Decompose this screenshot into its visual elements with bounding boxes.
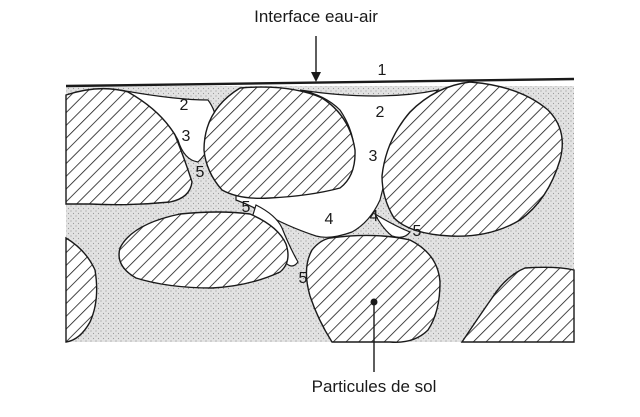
zone-label-2-right: 2 xyxy=(376,104,385,121)
zone-label-3-right: 3 xyxy=(369,148,378,165)
particles-label: Particules de sol xyxy=(312,377,437,396)
particle-middle xyxy=(118,211,289,289)
zone-label-2-left: 2 xyxy=(180,97,189,114)
zone-label-5-d: 5 xyxy=(299,270,308,287)
interface-arrow xyxy=(311,36,321,82)
zone-label-1: 1 xyxy=(378,62,387,79)
particle-pointer xyxy=(370,298,378,372)
soil-particles xyxy=(65,81,575,343)
particle-top-right xyxy=(381,81,563,237)
particle-top-center xyxy=(203,86,356,200)
particle-bottom-right xyxy=(460,266,575,343)
zone-numbers: 1 2 2 3 3 4 4 5 5 5 5 5 xyxy=(180,62,422,287)
interface-label: Interface eau-air xyxy=(254,7,378,26)
zone-label-4-left: 4 xyxy=(325,211,334,228)
particle-top-left xyxy=(65,87,193,206)
particle-left-edge xyxy=(65,236,98,343)
zone-label-4-right: 4 xyxy=(370,208,379,225)
zone-label-5-a: 5 xyxy=(196,164,205,181)
interface-line xyxy=(65,77,575,88)
zone-label-3-left: 3 xyxy=(182,128,191,145)
particle-bottom-center xyxy=(305,234,441,343)
zone-label-5-b: 5 xyxy=(242,199,251,216)
zone-label-5-c: 5 xyxy=(413,223,422,240)
